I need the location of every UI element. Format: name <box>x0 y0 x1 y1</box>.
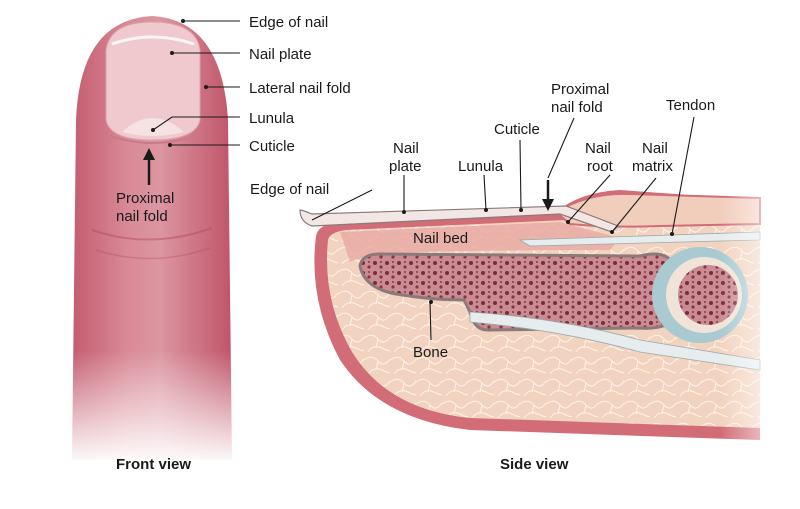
label-nail-plate-side-line1: Nail <box>393 140 419 157</box>
label-nail-matrix-line2: matrix <box>632 158 673 175</box>
label-lateral-nail-fold: Lateral nail fold <box>249 80 351 97</box>
label-tendon: Tendon <box>666 97 715 114</box>
label-lunula-side: Lunula <box>458 158 504 175</box>
label-lunula-front: Lunula <box>249 110 295 127</box>
label-cuticle-side: Cuticle <box>494 121 540 138</box>
side-view-cross-section <box>314 180 800 460</box>
label-proximal-nail-fold-side-line1: Proximal <box>551 81 609 98</box>
label-nail-plate-front: Nail plate <box>249 46 312 63</box>
label-proximal-nail-fold-front-line1: Proximal <box>116 190 174 207</box>
label-nail-matrix-line1: Nail <box>642 140 668 157</box>
label-proximal-nail-fold-side-line2: nail fold <box>551 99 603 116</box>
label-nail-plate-side-line2: plate <box>389 158 422 175</box>
label-nail-root-line2: root <box>587 158 614 175</box>
label-edge-of-nail-side: Edge of nail <box>250 181 329 198</box>
label-cuticle-front: Cuticle <box>249 138 295 155</box>
caption-side-view: Side view <box>500 456 569 473</box>
side-leader-lines <box>311 116 695 341</box>
label-nail-root-line1: Nail <box>585 140 611 157</box>
front-leader-lines <box>151 19 240 147</box>
label-bone: Bone <box>413 344 448 361</box>
front-view-arrow <box>143 148 155 185</box>
caption-front-view: Front view <box>116 456 191 473</box>
label-edge-of-nail-front: Edge of nail <box>249 14 328 31</box>
side-view-arrow <box>542 180 554 211</box>
label-nail-bed: Nail bed <box>413 230 468 247</box>
label-proximal-nail-fold-front-line2: nail fold <box>116 208 168 225</box>
front-view-nail <box>105 21 201 144</box>
